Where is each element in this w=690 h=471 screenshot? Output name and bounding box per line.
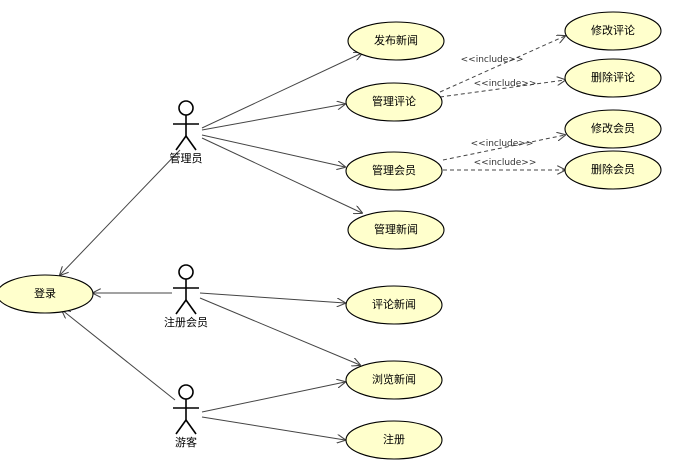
use-case-label: 浏览新闻 bbox=[372, 372, 416, 386]
assoc-guest-browse-news bbox=[201, 382, 345, 413]
assoc-guest-register bbox=[201, 416, 345, 440]
associations bbox=[60, 53, 362, 440]
actor-admin[interactable]: 管理员 bbox=[170, 100, 203, 165]
use-case-delete-comment[interactable]: 删除评论 bbox=[564, 58, 662, 98]
use-case-label: 登录 bbox=[34, 286, 56, 300]
use-case-label: 管理新闻 bbox=[374, 222, 418, 236]
use-case-delete-member[interactable]: 删除会员 bbox=[564, 150, 662, 190]
stick-figure-icon bbox=[173, 384, 199, 435]
include-delete-comment-label: <<include>> bbox=[474, 79, 537, 89]
include-dependencies: <<include>> <<include>> <<include>> <<in… bbox=[439, 36, 565, 170]
use-case-label: 修改评论 bbox=[591, 23, 635, 37]
actor-label: 游客 bbox=[175, 435, 197, 449]
use-case-comment-news[interactable]: 评论新闻 bbox=[345, 285, 443, 325]
use-case-label: 删除评论 bbox=[591, 70, 635, 84]
actor-label: 管理员 bbox=[170, 151, 203, 165]
use-case-label: 修改会员 bbox=[591, 121, 635, 135]
use-case-publish-news[interactable]: 发布新闻 bbox=[347, 21, 445, 61]
assoc-admin-manage-members bbox=[201, 134, 345, 167]
include-edit-member-label: <<include>> bbox=[471, 139, 534, 149]
use-case-label: 评论新闻 bbox=[372, 297, 416, 311]
use-case-label: 管理会员 bbox=[372, 163, 416, 177]
use-case-label: 发布新闻 bbox=[374, 33, 418, 47]
include-edit-comment-line bbox=[439, 36, 565, 93]
assoc-admin-login bbox=[60, 149, 181, 275]
include-edit-comment-label: <<include>> bbox=[461, 55, 524, 65]
use-case-manage-comments[interactable]: 管理评论 bbox=[345, 82, 443, 122]
assoc-guest-login bbox=[62, 310, 176, 401]
assoc-member-comment-news bbox=[199, 292, 345, 303]
use-case-login[interactable]: 登录 bbox=[0, 274, 94, 314]
use-case-label: 管理评论 bbox=[372, 94, 416, 108]
use-case-label: 注册 bbox=[383, 432, 405, 446]
use-case-manage-members[interactable]: 管理会员 bbox=[345, 151, 443, 191]
actor-guest[interactable]: 游客 bbox=[173, 384, 199, 449]
assoc-admin-manage-comments bbox=[201, 104, 345, 131]
include-delete-comment-line bbox=[439, 80, 565, 98]
use-case-edit-comment[interactable]: 修改评论 bbox=[564, 11, 662, 51]
stick-figure-icon bbox=[173, 100, 199, 151]
assoc-admin-publish-news bbox=[201, 53, 362, 129]
assoc-member-browse-news bbox=[199, 297, 360, 365]
use-case-browse-news[interactable]: 浏览新闻 bbox=[345, 360, 443, 400]
actor-label: 注册会员 bbox=[164, 315, 208, 329]
assoc-admin-manage-news bbox=[201, 137, 362, 213]
use-case-edit-member[interactable]: 修改会员 bbox=[564, 109, 662, 149]
use-case-register[interactable]: 注册 bbox=[345, 420, 443, 460]
use-case-manage-news[interactable]: 管理新闻 bbox=[347, 210, 445, 250]
actor-member[interactable]: 注册会员 bbox=[164, 264, 208, 329]
stick-figure-icon bbox=[173, 264, 199, 315]
include-delete-member-label: <<include>> bbox=[474, 158, 537, 168]
use-case-label: 删除会员 bbox=[591, 162, 635, 176]
